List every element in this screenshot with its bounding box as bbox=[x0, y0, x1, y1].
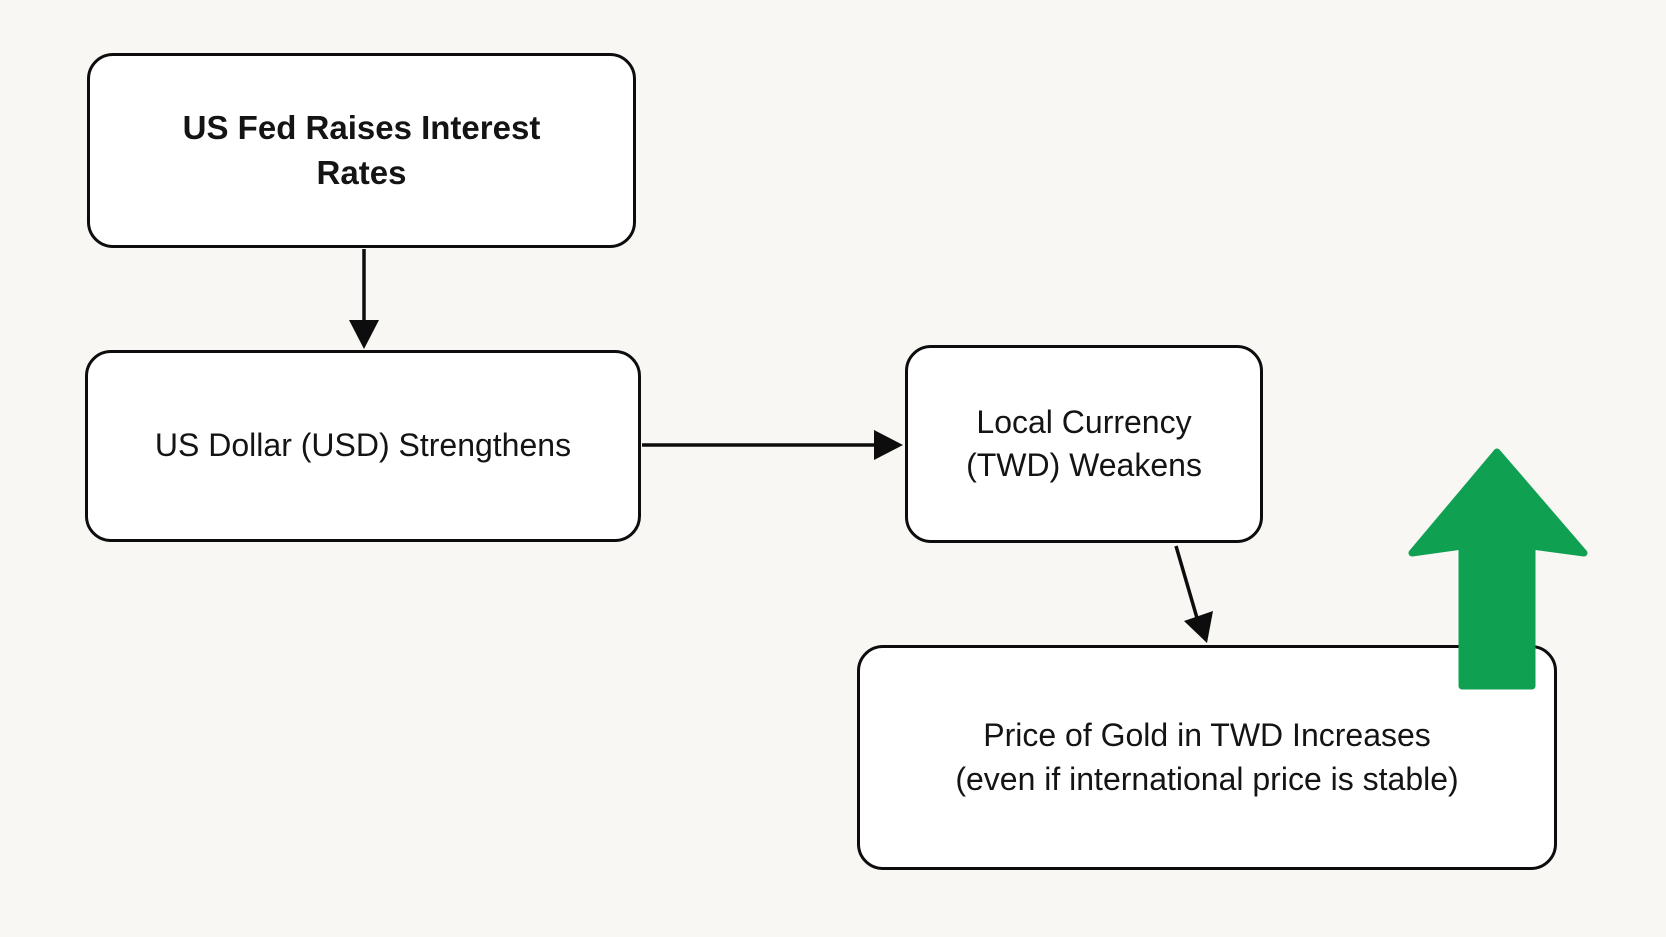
node-label-line: (TWD) Weakens bbox=[966, 447, 1202, 483]
edge-fed-to-usd bbox=[349, 249, 379, 349]
node-label-line: US Fed Raises Interest bbox=[182, 108, 541, 146]
node-gold-price-increases: Price of Gold in TWD Increases (even if … bbox=[857, 645, 1557, 870]
edge-usd-to-twd bbox=[642, 430, 903, 460]
node-label-line: Local Currency bbox=[976, 403, 1192, 440]
node-label-line: (even if international price is stable) bbox=[955, 760, 1459, 797]
node-twd-weakens: Local Currency (TWD) Weakens bbox=[905, 345, 1263, 543]
node-label-line: US Dollar (USD) Strengthens bbox=[154, 427, 572, 464]
node-usd-strengthens: US Dollar (USD) Strengthens bbox=[85, 350, 641, 542]
node-us-fed-raises-rates: US Fed Raises Interest Rates bbox=[87, 53, 636, 248]
node-label-line: Rates bbox=[316, 153, 407, 191]
node-label-line: Price of Gold in TWD Increases bbox=[983, 717, 1431, 754]
arrowhead-down-icon bbox=[349, 320, 379, 349]
arrowhead-right-icon bbox=[874, 430, 903, 460]
arrowhead-down-right-icon bbox=[1184, 611, 1213, 643]
edge-twd-to-gold bbox=[1174, 545, 1213, 643]
